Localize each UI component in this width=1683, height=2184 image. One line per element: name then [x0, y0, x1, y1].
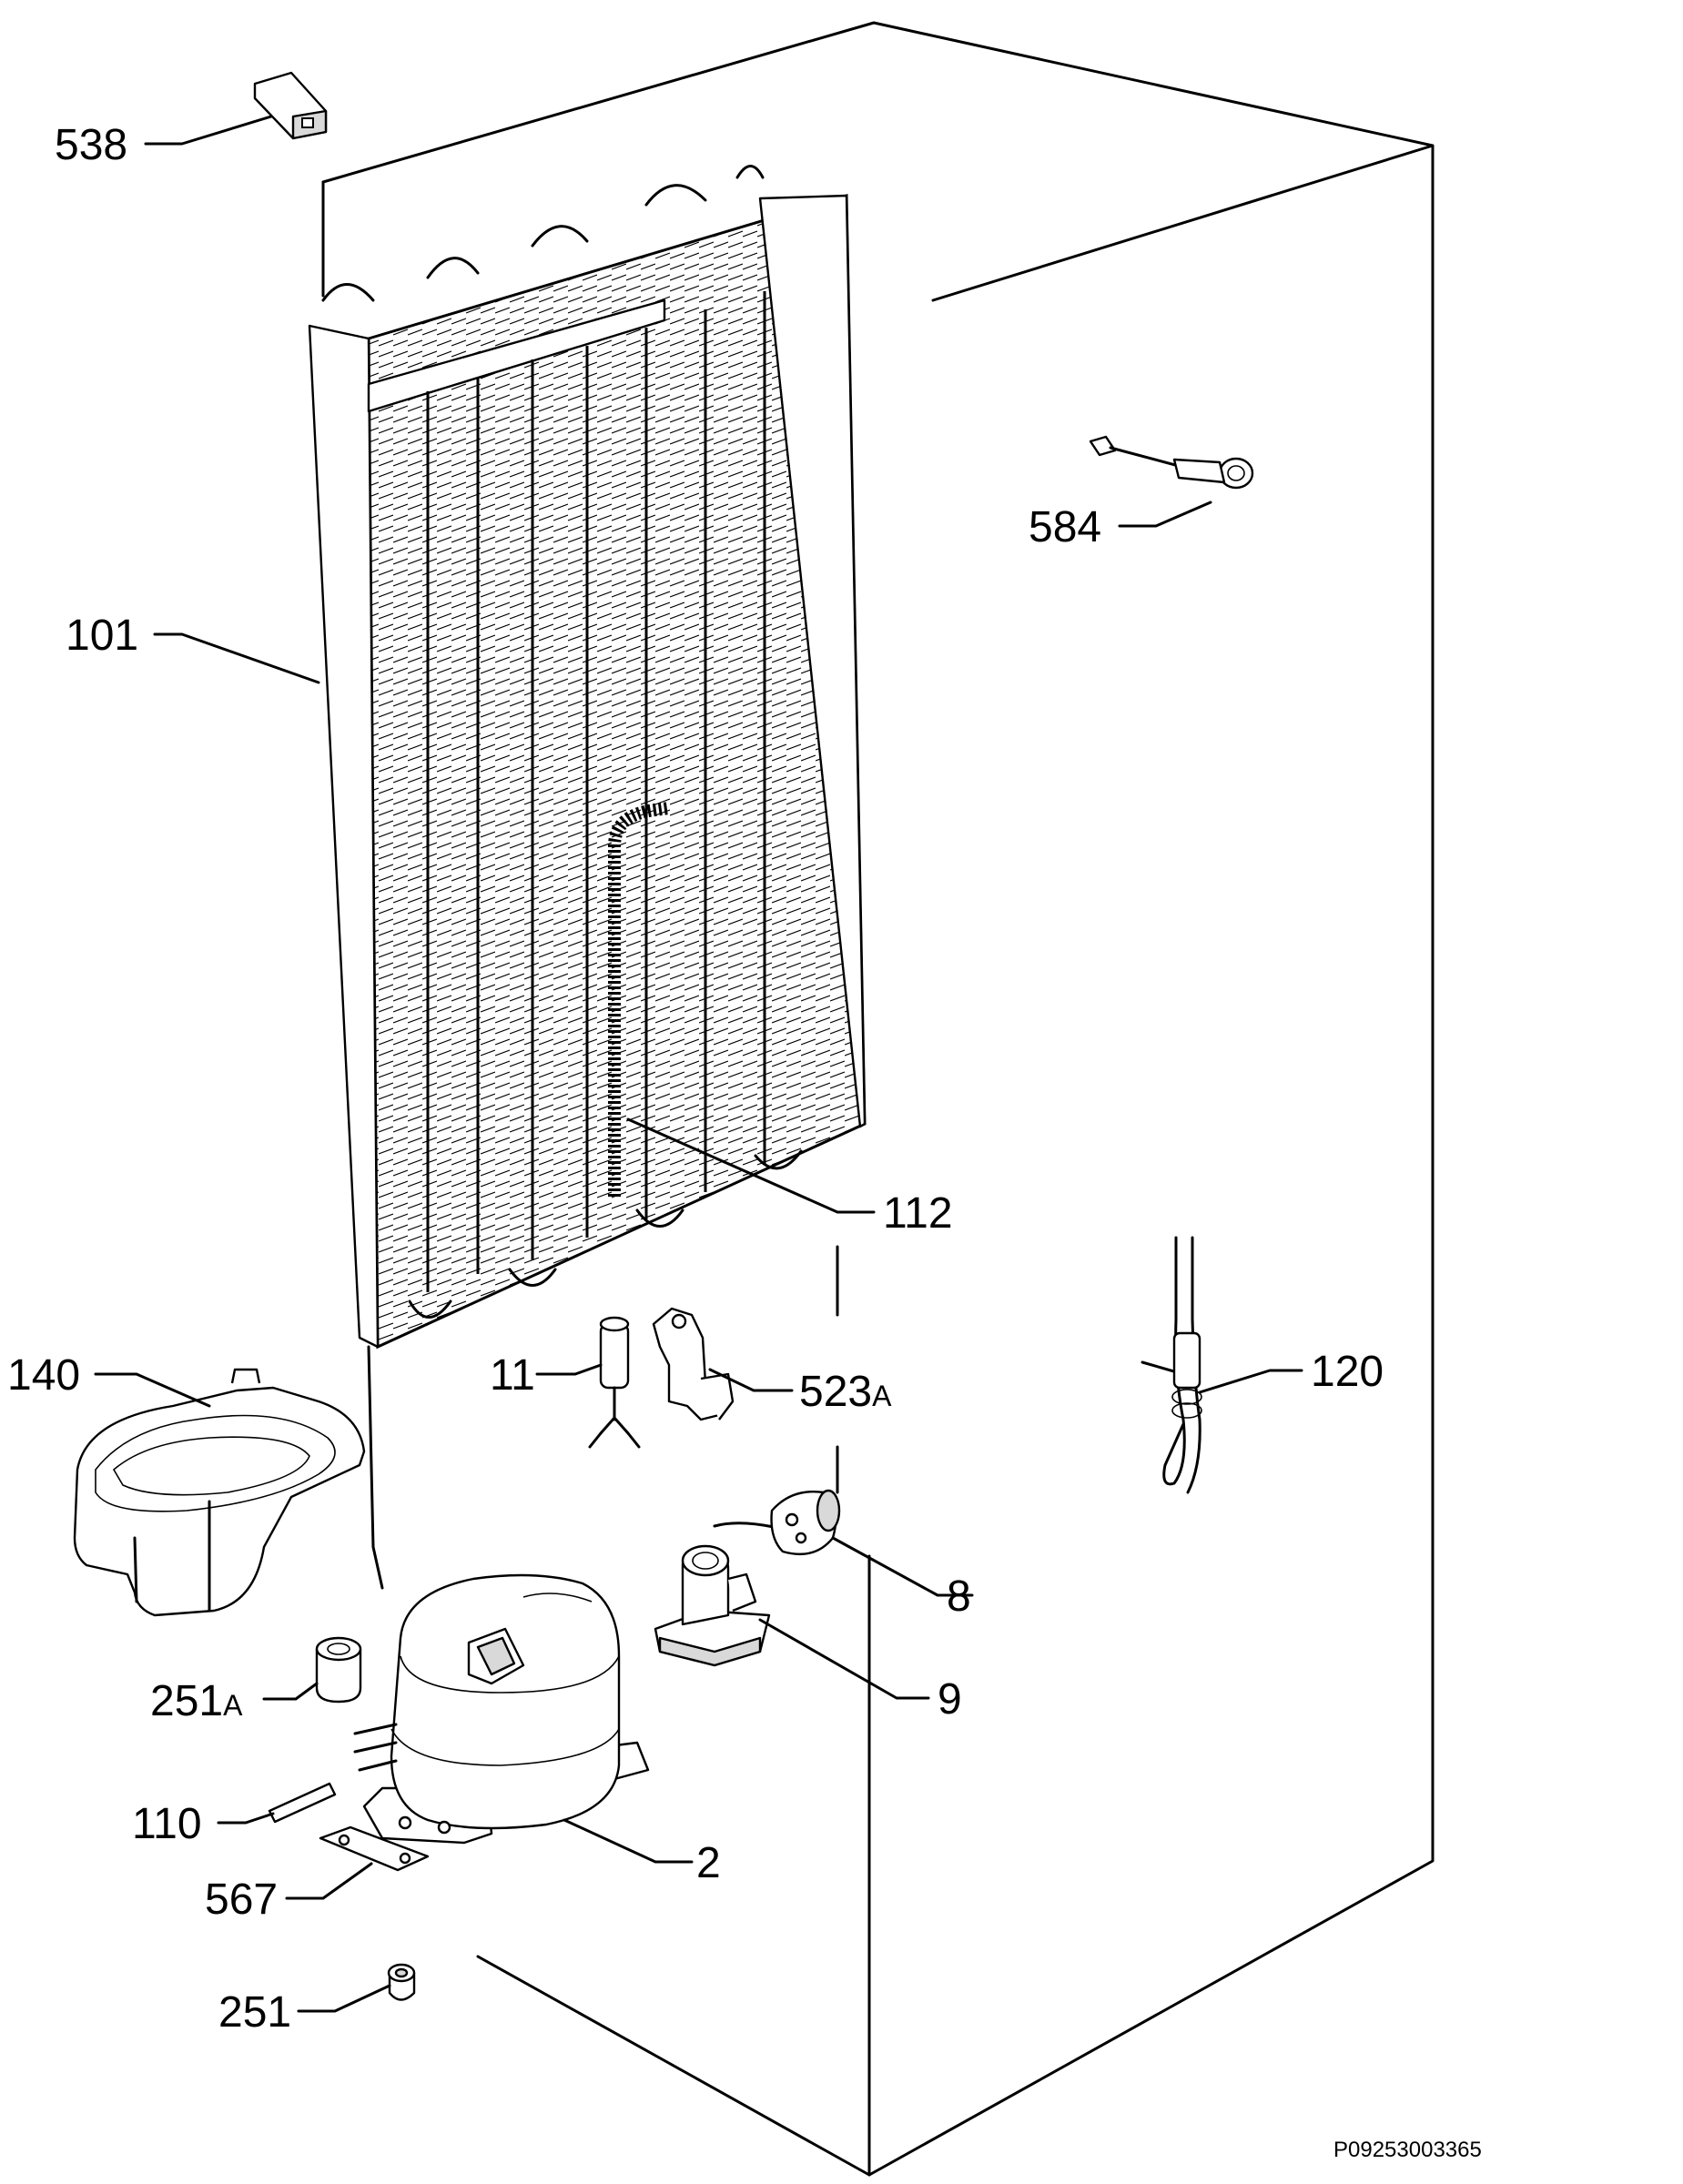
label-11: 11	[490, 1351, 535, 1400]
part-120-illustration	[1141, 1236, 1202, 1494]
label-140: 140	[7, 1351, 80, 1400]
part-labels: 538 584 101 112 140 11 523A 120 8 9 251A…	[7, 121, 1482, 2162]
part-567-illustration	[319, 1825, 430, 1872]
label-2: 2	[696, 1839, 721, 1887]
label-584: 584	[1029, 503, 1101, 551]
label-251a: 251A	[150, 1677, 243, 1725]
condenser	[308, 165, 867, 1590]
label-567: 567	[205, 1876, 278, 1924]
label-112: 112	[883, 1189, 953, 1238]
label-9: 9	[938, 1675, 962, 1724]
label-120: 120	[1311, 1348, 1384, 1396]
label-538: 538	[55, 121, 127, 169]
part-251a-illustration	[315, 1636, 362, 1704]
label-251: 251	[218, 1988, 291, 2037]
part-2-illustration	[353, 1573, 650, 1845]
part-11-illustration	[588, 1316, 641, 1449]
label-8: 8	[947, 1572, 971, 1621]
part-523a-illustration	[652, 1307, 735, 1421]
label-110: 110	[132, 1800, 202, 1848]
part-110-illustration	[268, 1782, 337, 1824]
leader-lines	[94, 115, 1303, 2013]
drawing-code: P09253003365	[1333, 2138, 1482, 2162]
part-9-illustration	[654, 1544, 771, 1667]
part-8-illustration	[713, 1489, 841, 1555]
part-140-illustration	[73, 1368, 366, 1617]
part-584-illustration	[1089, 435, 1254, 490]
part-251-illustration	[387, 1963, 416, 2001]
label-523a: 523A	[799, 1368, 892, 1416]
label-101: 101	[66, 612, 138, 660]
part-538-illustration	[253, 71, 328, 140]
cabinet-outline	[321, 21, 1435, 2177]
